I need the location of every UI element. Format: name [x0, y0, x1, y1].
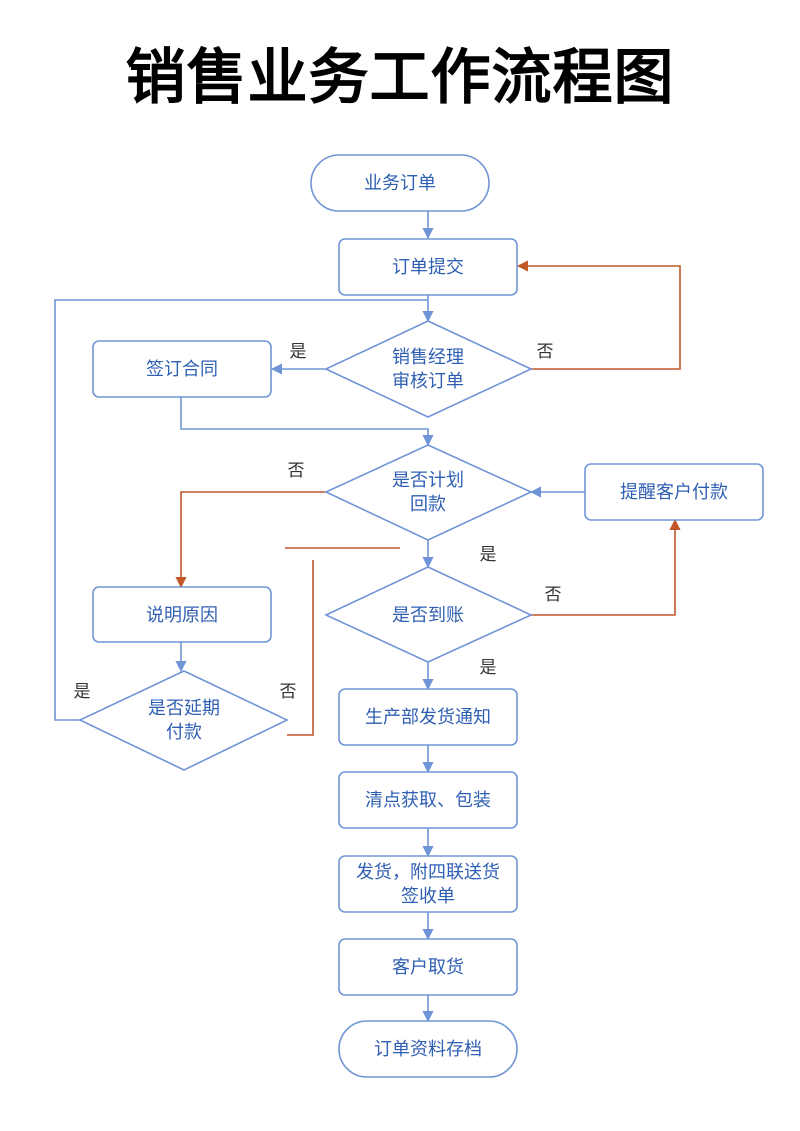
node-ship-text: 发货，附四联送货签收单: [356, 862, 500, 907]
edge-plan-explain-no: [175, 491, 326, 589]
node-explain-text: 说明原因: [146, 605, 218, 626]
node-remind-line-1: 提醒客户付款: [620, 482, 728, 503]
node-submit: [338, 238, 518, 296]
label-arrived-no: 否: [545, 585, 562, 605]
label-delay-yes: 是: [74, 682, 91, 702]
node-delay-line-2: 付款: [166, 722, 202, 743]
label-review-no: 否: [537, 342, 554, 362]
node-pack-text: 清点获取、包装: [365, 790, 491, 811]
node-archive-line-1: 订单资料存档: [374, 1039, 482, 1060]
node-remind-text: 提醒客户付款: [620, 482, 728, 503]
node-contract-text: 签订合同: [146, 359, 218, 380]
node-pickup-line-1: 客户取货: [392, 957, 464, 978]
node-submit-text: 订单提交: [392, 257, 464, 278]
node-ship: [338, 855, 518, 913]
node-notify-line-1: 生产部发货通知: [365, 707, 491, 728]
node-submit-line-1: 订单提交: [392, 257, 464, 278]
node-explain: [92, 586, 272, 643]
node-review-text: 销售经理审核订单: [392, 347, 464, 392]
node-pickup: [338, 938, 518, 996]
node-plan-text: 是否计划回款: [392, 470, 464, 515]
page-title: 销售业务工作流程图: [125, 43, 675, 113]
node-delay-text: 是否延期付款: [148, 698, 220, 743]
node-contract: [92, 340, 272, 398]
edge-contract-plan: [180, 397, 434, 447]
node-plan: [324, 444, 533, 541]
node-archive-text: 订单资料存档: [374, 1039, 482, 1060]
label-plan-yes: 是: [480, 545, 497, 565]
node-pickup-text: 客户取货: [392, 957, 464, 978]
node-delay: [78, 670, 289, 771]
node-start: [310, 154, 490, 212]
node-pack-line-1: 清点获取、包装: [365, 790, 491, 811]
label-plan-no: 否: [288, 461, 305, 481]
node-plan-line-2: 回款: [410, 494, 446, 515]
node-notify: [338, 688, 518, 746]
label-review-yes: 是: [290, 342, 307, 362]
node-plan-line-1: 是否计划: [392, 470, 464, 491]
label-delay-no: 否: [280, 682, 297, 702]
node-start-text: 业务订单: [364, 173, 436, 194]
node-contract-line-1: 签订合同: [146, 359, 218, 380]
node-notify-text: 生产部发货通知: [365, 707, 491, 728]
node-arrived: [324, 566, 533, 663]
edge-delay-no: [287, 560, 314, 736]
node-ship-line-2: 签收单: [401, 886, 455, 907]
edge-arrived-remind-no: [531, 518, 681, 616]
node-delay-line-1: 是否延期: [148, 698, 220, 719]
node-arrived-text: 是否到账: [392, 605, 464, 626]
node-explain-line-1: 说明原因: [146, 605, 218, 626]
label-arrived-yes: 是: [480, 658, 497, 678]
edge-review-submit-no: [516, 260, 681, 370]
node-review-line-2: 审核订单: [392, 371, 464, 392]
node-start-line-1: 业务订单: [364, 173, 436, 194]
node-archive: [338, 1020, 518, 1078]
node-arrived-line-1: 是否到账: [392, 605, 464, 626]
node-ship-line-1: 发货，附四联送货: [356, 862, 500, 883]
node-review: [324, 320, 533, 418]
edge-delay-submit: [54, 299, 428, 721]
node-remind: [584, 463, 764, 521]
node-pack: [338, 771, 518, 829]
node-review-line-1: 销售经理: [392, 347, 464, 368]
